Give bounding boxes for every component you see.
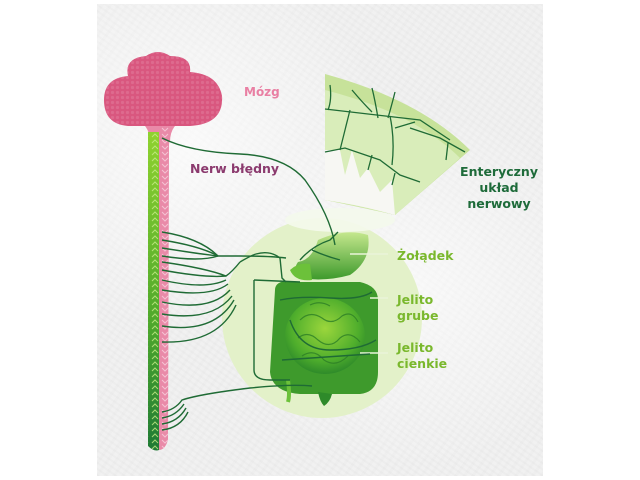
vagus-nerve-paths bbox=[161, 137, 377, 431]
label-large-intestine: Jelito grube bbox=[397, 292, 438, 324]
label-stomach: Żołądek bbox=[397, 248, 454, 263]
label-large-intestine-line-2: grube bbox=[397, 308, 439, 323]
label-brain: Mózg bbox=[244, 85, 280, 99]
label-small-intestine-line-2: cienkie bbox=[397, 356, 448, 371]
label-enteric-nervous-system: Enteryczny układ nerwowy bbox=[454, 164, 544, 212]
label-ens-line-3: nerwowy bbox=[467, 196, 531, 211]
enteric-nervous-system-wedge bbox=[324, 74, 470, 215]
label-small-intestine: Jelito cienkie bbox=[397, 340, 447, 372]
label-small-intestine-line-1: Jelito bbox=[397, 340, 434, 355]
label-ens-line-2: układ bbox=[479, 180, 519, 195]
label-vagus-nerve: Nerw błędny bbox=[190, 161, 280, 176]
label-large-intestine-line-1: Jelito bbox=[397, 292, 434, 307]
digestive-organs bbox=[270, 232, 378, 406]
spinal-cord bbox=[148, 126, 172, 451]
label-ens-line-1: Enteryczny bbox=[460, 164, 538, 179]
label-leader-lines bbox=[350, 253, 388, 354]
stomach bbox=[295, 232, 369, 280]
small-intestine bbox=[285, 298, 365, 374]
